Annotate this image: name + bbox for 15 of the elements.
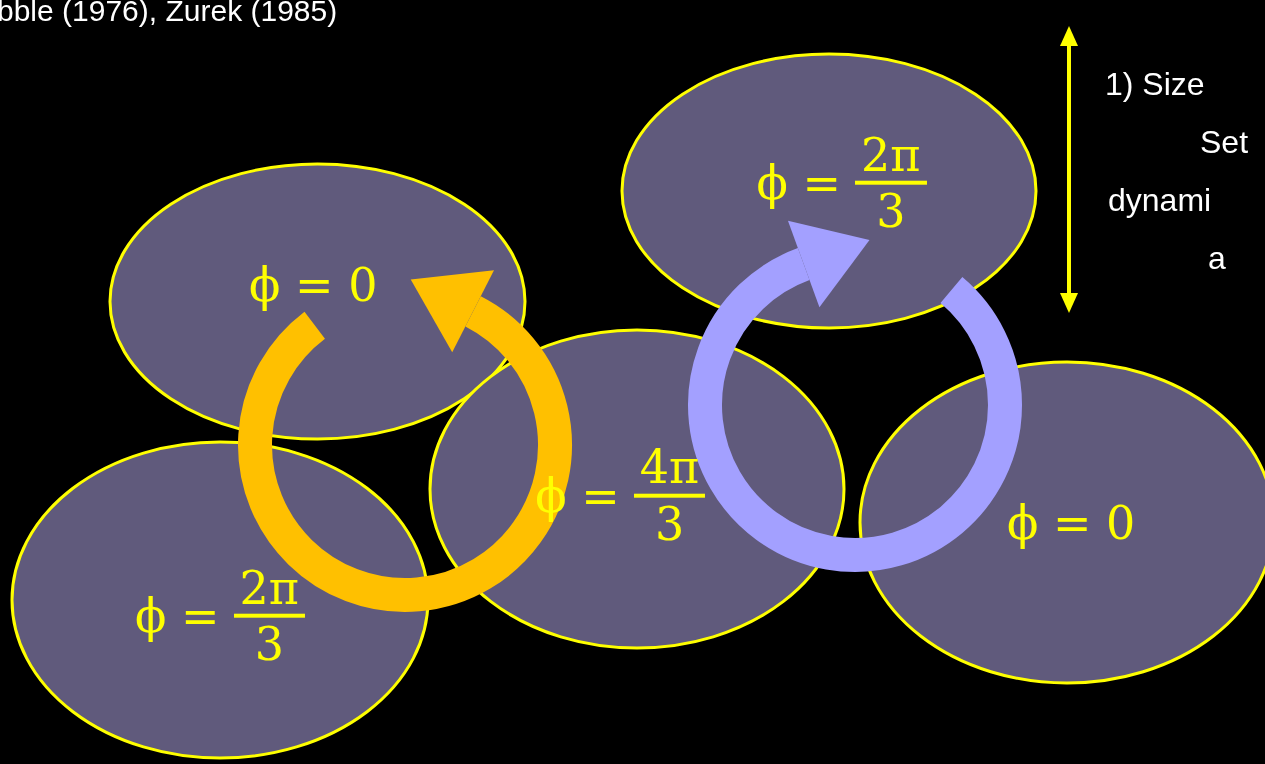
fraction-denominator: 3 — [876, 184, 906, 235]
phase-equation: ϕ = 0 — [249, 257, 378, 312]
fraction-numerator: 2π — [855, 130, 927, 185]
phase-equation: ϕ = — [756, 155, 842, 210]
fraction-denominator: 3 — [254, 618, 284, 669]
description-text: Set — [1200, 124, 1249, 161]
description-text: dynami — [1108, 182, 1212, 219]
fraction-numerator: 4π — [633, 443, 706, 498]
description-text: a — [1208, 240, 1226, 277]
fraction-numerator: 2π — [233, 563, 305, 618]
description-text: 1) Size — [1105, 66, 1205, 103]
phase-equation: ϕ = — [535, 468, 620, 523]
fraction-denominator: 3 — [654, 497, 685, 548]
phase-equation: ϕ = — [135, 589, 220, 643]
phase-equation: ϕ = 0 — [1006, 495, 1136, 550]
